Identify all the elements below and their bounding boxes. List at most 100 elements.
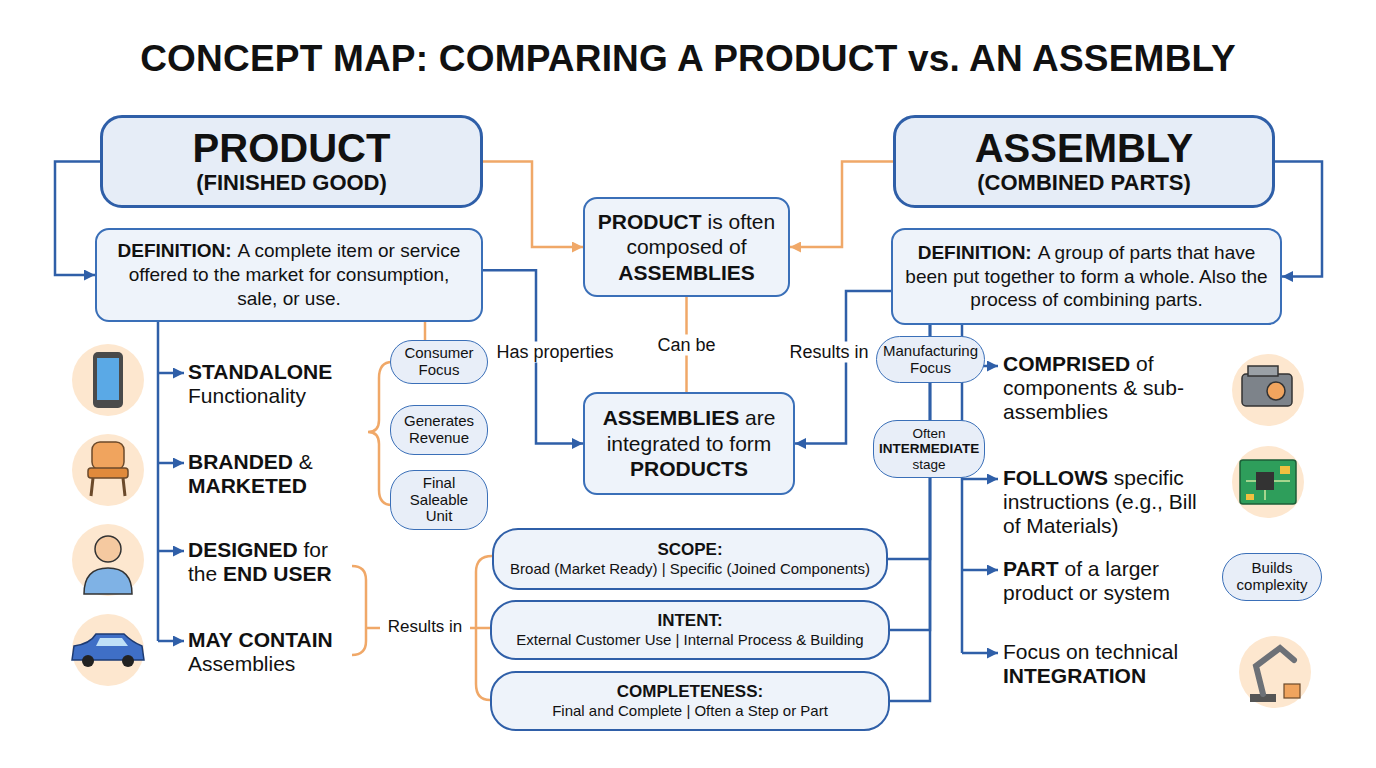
property-label: Focus on technical INTEGRATION <box>1003 640 1213 688</box>
component <box>1246 494 1254 500</box>
word <box>723 432 729 455</box>
connector <box>55 162 100 276</box>
node-body: Often INTERMEDIATE stage <box>879 426 979 471</box>
node-heading: Consumer Focus <box>396 345 482 379</box>
node-heading: ASSEMBLIES are integrated to form PRODUC… <box>597 405 781 482</box>
circuit-icon <box>1232 446 1304 518</box>
word <box>723 210 729 233</box>
node-body: INTENT:External Customer Use | Internal … <box>502 610 878 650</box>
word: is <box>707 210 722 233</box>
word: technical <box>1095 640 1178 663</box>
word: integrated <box>607 432 700 455</box>
emphasis-word: CONTAIN <box>239 628 333 651</box>
emphasis-word: FOLLOWS <box>1003 466 1108 489</box>
curly-bracket <box>368 362 392 505</box>
icon-disc <box>1239 636 1311 708</box>
word: Manufacturing <box>883 342 978 359</box>
icon-disc <box>1232 446 1304 518</box>
circuit-board <box>1240 460 1296 504</box>
emphasis-word: USER <box>273 562 331 585</box>
node-heading: PRODUCT is often composed of ASSEMBLIES <box>597 209 776 286</box>
word: Saleable <box>410 491 468 508</box>
heading-box: PRODUCT(FINISHED GOOD) <box>100 115 483 208</box>
word: on <box>1066 640 1089 663</box>
definition-box: DEFINITION:A group of parts that have be… <box>891 228 1282 325</box>
property-pill: Builds complexity <box>1222 553 1322 601</box>
word: instructions <box>1003 490 1109 513</box>
emphasis-word: PRODUCT <box>598 210 702 233</box>
node-heading: Often INTERMEDIATE stage <box>879 426 979 471</box>
property-label: FOLLOWS specific instructions (e.g., Bil… <box>1003 466 1213 538</box>
circuit-trace <box>1246 481 1290 500</box>
person-icon <box>72 524 144 596</box>
trunk-line <box>157 322 160 641</box>
node-body: PRODUCT(FINISHED GOOD) <box>115 126 468 196</box>
node-body: Consumer Focus <box>396 345 482 379</box>
node-body: SCOPE:Broad (Market Ready) | Specific (J… <box>504 539 876 579</box>
word: Materials) <box>1026 514 1118 537</box>
stub-arrow <box>158 372 184 375</box>
node-heading: Manufacturing Focus <box>882 343 979 377</box>
chip <box>1256 472 1274 490</box>
diagram-title: CONCEPT MAP: COMPARING A PRODUCT vs. AN … <box>0 38 1376 80</box>
node-body-text: (FINISHED GOOD) <box>115 170 468 196</box>
component <box>1280 466 1290 474</box>
node-body-text: External Customer Use | Internal Process… <box>502 631 878 650</box>
chair-legs <box>91 478 125 496</box>
word: Functionality <box>188 384 306 407</box>
word: of <box>1136 352 1154 375</box>
word <box>702 210 708 233</box>
word <box>444 617 449 636</box>
word: Assemblies <box>188 652 295 675</box>
word: often <box>728 210 775 233</box>
connector <box>790 162 893 248</box>
property-label: COMPRISED of components & sub-assemblies <box>1003 352 1213 424</box>
word: a <box>1088 557 1100 580</box>
node-body-text: Broad (Market Ready) | Specific (Joined … <box>504 560 876 579</box>
curly-bracket <box>470 556 492 700</box>
word: specific <box>1114 466 1184 489</box>
word: complexity <box>1237 576 1308 593</box>
word: (e.g., <box>1115 490 1163 513</box>
word: Often <box>912 426 945 441</box>
node-body-text: (COMBINED PARTS) <box>908 170 1260 196</box>
icon-disc <box>72 434 144 506</box>
car-icon <box>72 614 144 686</box>
word <box>1137 376 1143 399</box>
word: Focus <box>419 361 460 378</box>
node-heading: Final Saleable Unit <box>396 475 482 525</box>
connector <box>1275 162 1322 277</box>
engine-gear <box>1267 382 1285 400</box>
relation-box: PRODUCT is often composed of ASSEMBLIES <box>583 197 790 297</box>
person-body <box>84 568 132 594</box>
word: the <box>188 562 217 585</box>
node-body: Final Saleable Unit <box>396 475 482 525</box>
edge-label: Has properties <box>492 342 617 363</box>
emphasis-word: ASSEMBLIES <box>618 261 755 284</box>
word <box>723 235 729 258</box>
word: stage <box>912 457 945 472</box>
phone-body <box>93 352 123 408</box>
comparison-box: SCOPE:Broad (Market Ready) | Specific (J… <box>492 528 888 590</box>
word <box>739 406 745 429</box>
word: composed <box>626 235 723 258</box>
heading-box: ASSEMBLY(COMBINED PARTS) <box>893 115 1275 208</box>
word: Revenue <box>409 429 469 446</box>
property-label: BRANDED & MARKETED <box>188 450 353 498</box>
edge-label: Can be <box>653 334 719 355</box>
word: larger <box>1105 557 1159 580</box>
emphasis-word: DESIGNED <box>188 538 298 561</box>
engine-block <box>1242 374 1292 406</box>
property-label: STANDALONE Functionality <box>188 360 353 408</box>
node-body: ASSEMBLY(COMBINED PARTS) <box>908 126 1260 196</box>
node-body: Generates Revenue <box>396 413 482 447</box>
node-body: DEFINITION:A group of parts that have be… <box>905 241 1268 312</box>
property-pill: Manufacturing Focus <box>876 336 985 383</box>
car-body <box>72 634 144 660</box>
node-heading: COMPLETENESS: <box>502 681 878 702</box>
property-pill: Consumer Focus <box>390 340 488 384</box>
phone-screen <box>97 358 119 400</box>
phone-icon <box>72 344 144 416</box>
word: of <box>729 235 747 258</box>
